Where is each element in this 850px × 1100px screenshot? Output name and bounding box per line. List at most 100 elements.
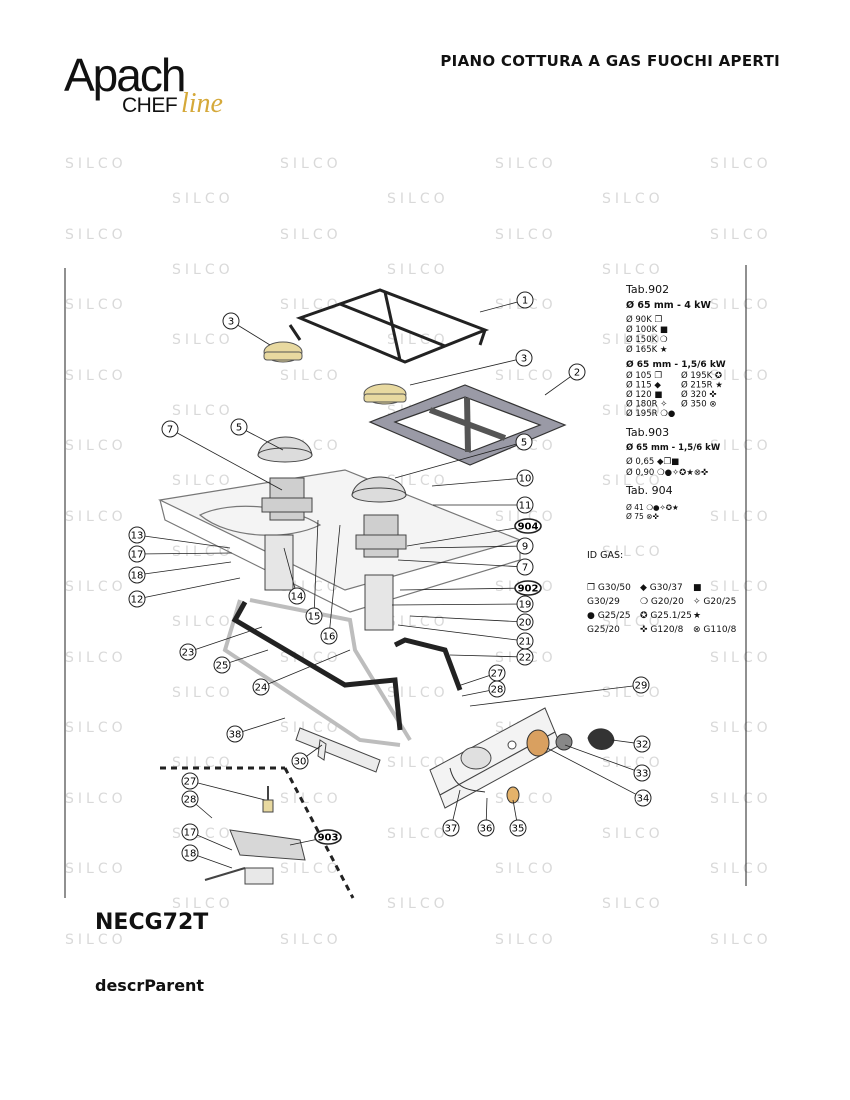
watermark-text: SILCO	[65, 156, 127, 172]
callout-21: 21	[397, 624, 534, 650]
callout-12: 12	[128, 577, 241, 608]
tab902-rows-b: Ø 105 ❐Ø 115 ◆Ø 120 ■Ø 180R ✧Ø 195R ❍●Ø …	[626, 370, 723, 419]
callout-circle	[320, 627, 338, 645]
watermark-text: SILCO	[602, 614, 664, 630]
watermark-text: SILCO	[710, 650, 772, 666]
table-row-text: Ø 115 ◆	[626, 380, 661, 391]
callout-circle	[514, 580, 542, 596]
callout-circle	[128, 566, 146, 584]
table-row-text: Ø 195K ✪	[681, 370, 722, 381]
callout-leader	[136, 561, 232, 576]
description: descrParent	[95, 976, 205, 995]
watermark-text: SILCO	[710, 579, 772, 595]
callout-circle	[252, 678, 270, 696]
watermark-text: SILCO	[65, 579, 127, 595]
watermark-text: SILCO	[710, 438, 772, 454]
callout-number: 18	[131, 571, 144, 582]
tab903-heading: Ø 65 mm - 1,5/6 kW	[626, 442, 721, 453]
callout-14: 14	[283, 547, 306, 605]
watermark-text: SILCO	[280, 368, 342, 384]
watermark-text: SILCO	[495, 156, 557, 172]
watermark-text: SILCO	[172, 896, 234, 912]
callout-number: 16	[323, 632, 336, 643]
callout-number: 35	[512, 824, 525, 835]
callout-18: 18	[181, 844, 233, 869]
callout-19: 19	[391, 595, 534, 613]
callout-22: 22	[449, 648, 534, 666]
gas-rows: ❐ G30/50◆ G30/37■G30/29❍ G20/20✧ G20/25●…	[587, 583, 737, 635]
callout-number: 38	[229, 730, 242, 741]
callout-circle	[291, 752, 309, 770]
tab903-title: Tab.903	[625, 426, 669, 439]
callout-number: 28	[491, 685, 504, 696]
callout-33: 33	[564, 744, 651, 782]
gas-code: ❍ G20/20	[640, 597, 684, 607]
watermark-text: SILCO	[602, 826, 664, 842]
callout-number: 27	[184, 777, 197, 788]
watermark-text: SILCO	[172, 614, 234, 630]
gas-code: ✜ G120/8	[640, 625, 684, 635]
watermark-text: SILCO	[65, 861, 127, 877]
table-row-text: Ø 350 ⊗	[681, 399, 716, 410]
callout-37: 37	[442, 789, 461, 837]
callout-leader	[431, 477, 526, 487]
callout-number: 904	[518, 522, 539, 533]
table-row-text: Ø 0,90 ❍●✧✪★⊗✜	[626, 467, 708, 478]
gas-code: ✪ G25.1/25	[640, 611, 692, 621]
gas-title: ID GAS:	[587, 550, 623, 561]
table-row-text: Ø 75 ⊗✜	[626, 512, 659, 521]
callout-7: 7	[161, 420, 283, 491]
table-row-text: Ø 320 ✜	[681, 389, 716, 400]
callout-leader	[394, 441, 525, 479]
tab904-rows: Ø 41 ❍●✧✪★Ø 75 ⊗✜	[626, 503, 679, 521]
table-row-text: Ø 0,65 ◆❐■	[626, 456, 679, 467]
watermark-text: SILCO	[172, 262, 234, 278]
watermark-text: SILCO	[172, 685, 234, 701]
callout-number: 29	[635, 681, 648, 692]
watermark-text: SILCO	[172, 191, 234, 207]
gas-code: ✧ G20/25	[693, 597, 736, 607]
callout-15: 15	[305, 519, 323, 625]
callout-902: 902	[399, 580, 542, 596]
callout-leader	[449, 654, 526, 658]
callout-number: 34	[637, 794, 650, 805]
watermark-text: SILCO	[602, 473, 664, 489]
watermark-text: SILCO	[495, 861, 557, 877]
gas-code: ◆ G30/37	[640, 583, 683, 593]
callout-leader	[328, 524, 341, 637]
callout-10: 10	[431, 469, 534, 487]
callout-circle	[516, 595, 534, 613]
callout-number: 33	[636, 769, 649, 780]
callout-1: 1	[479, 291, 534, 313]
callout-number: 17	[184, 828, 197, 839]
watermark-text: SILCO	[387, 262, 449, 278]
callout-3: 3	[222, 312, 271, 346]
callout-leader	[409, 357, 525, 386]
callout-number: 14	[291, 592, 304, 603]
callout-leader	[313, 519, 319, 617]
callout-circle	[181, 823, 199, 841]
thermocouple-lead	[449, 767, 486, 793]
watermark-text: SILCO	[65, 720, 127, 736]
callout-leader	[546, 747, 644, 799]
callout-leader	[406, 525, 529, 547]
callout-circle	[568, 363, 586, 381]
callout-36: 36	[477, 797, 495, 837]
watermark-text: SILCO	[280, 720, 342, 736]
callout-16: 16	[320, 524, 341, 645]
callout-number: 23	[182, 648, 195, 659]
callout-number: 18	[184, 849, 197, 860]
watermark-text: SILCO	[710, 720, 772, 736]
callout-number: 11	[519, 501, 532, 512]
brand-logo: Apach CHEF line	[64, 48, 244, 128]
callout-circle	[128, 545, 146, 563]
callout-34: 34	[546, 747, 652, 807]
callout-leader	[234, 717, 286, 735]
callout-circle	[516, 496, 534, 514]
watermark-text: SILCO	[495, 368, 557, 384]
gas-code: ❐ G30/50	[587, 583, 631, 593]
burner-caps	[263, 341, 407, 405]
callout-number: 903	[318, 833, 339, 844]
watermark-text: SILCO	[280, 861, 342, 877]
